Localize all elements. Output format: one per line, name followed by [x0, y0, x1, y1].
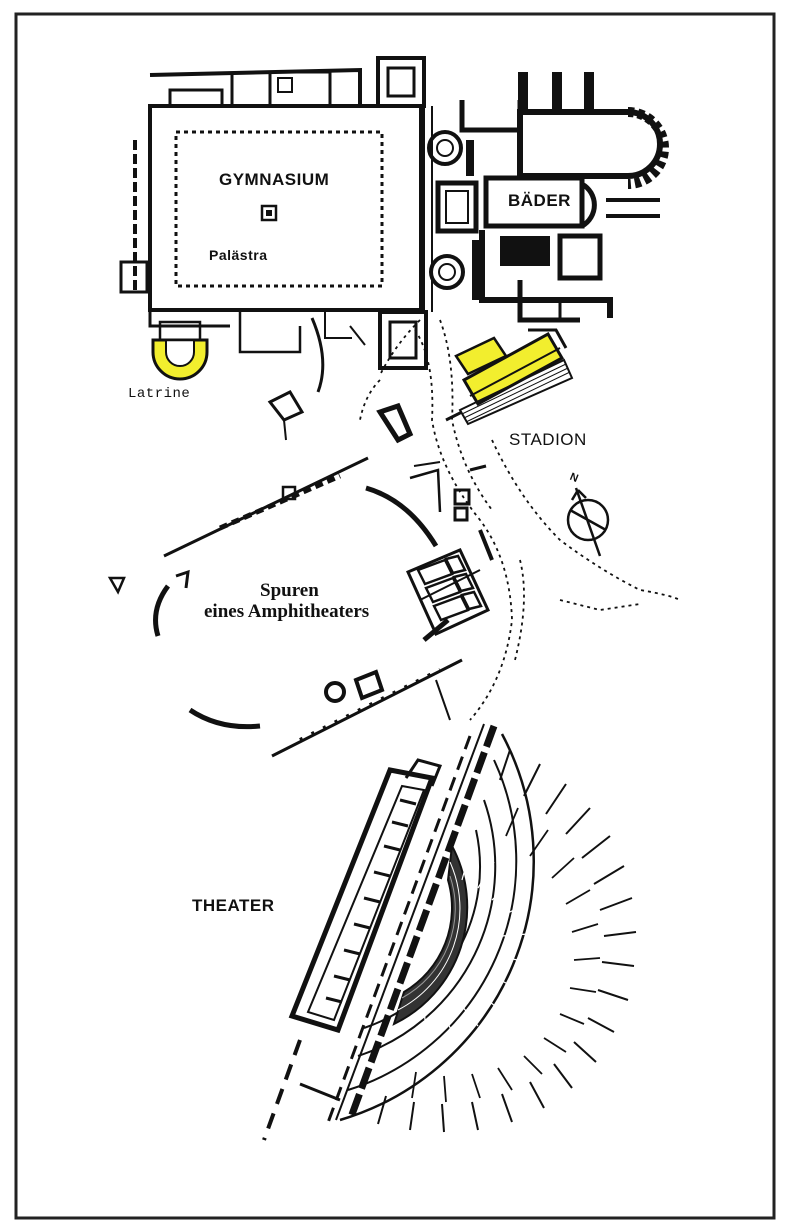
theater-structure [262, 723, 637, 1141]
gymnasium-label: GYMNASIUM [219, 170, 330, 189]
paths [359, 319, 681, 721]
minor-structures [267, 390, 494, 561]
page-frame [14, 12, 776, 1220]
theater-label: THEATER [192, 896, 275, 915]
gymnasium-building [119, 56, 428, 393]
amphitheater-traces [107, 456, 481, 758]
baths-label: BÄDER [508, 191, 571, 210]
stadion-structure [445, 328, 574, 426]
stadion-label: STADION [509, 430, 587, 449]
baths-complex [419, 72, 669, 323]
amphitheater-label-line1: Spuren [260, 580, 319, 601]
latrine-label: Latrine [128, 386, 191, 402]
latrine-structure [151, 320, 209, 381]
grid-structure [406, 548, 490, 636]
amphitheater-label-line2: eines Amphitheaters [204, 601, 370, 622]
north-arrow [566, 487, 610, 557]
palaestra-label: Palästra [209, 247, 268, 263]
